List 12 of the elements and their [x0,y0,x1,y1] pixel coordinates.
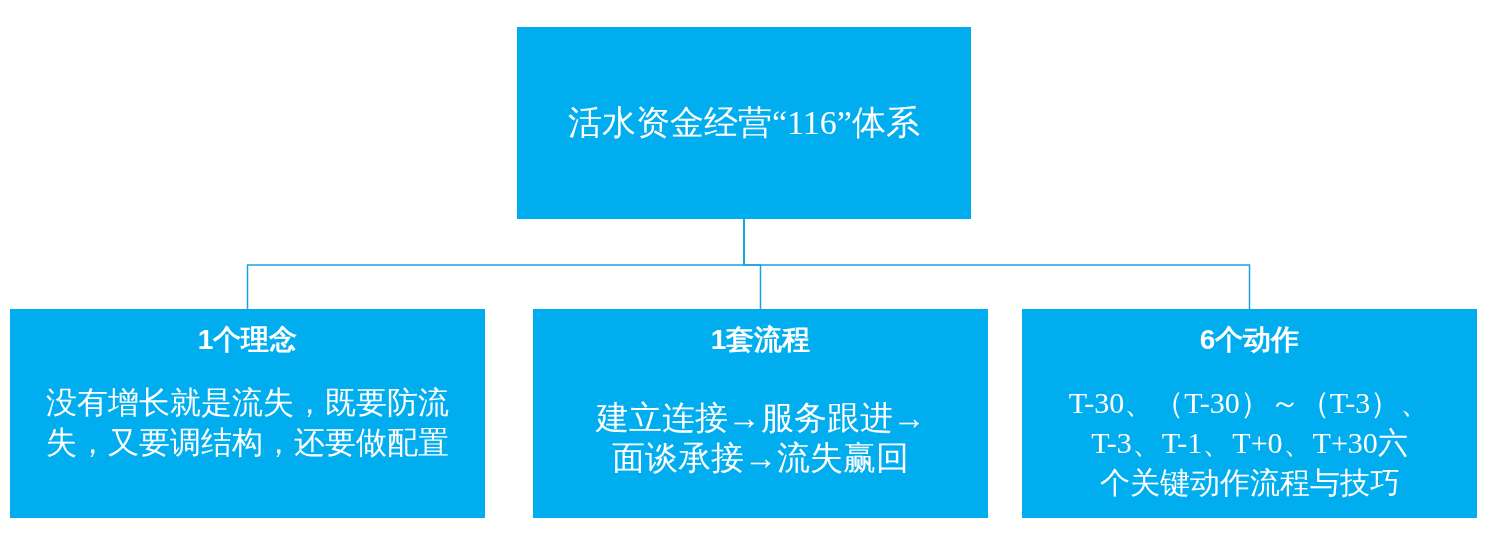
category-box [1022,309,1477,518]
category-box [10,309,485,518]
category-box [533,309,988,518]
box-heading: 1套流程 [710,323,811,357]
box-heading: 1个理念 [197,323,298,357]
box-heading: 6个动作 [1199,323,1300,357]
title-box [517,27,971,219]
box-description: 建立连接→服务跟进→面谈承接→流失赢回 [594,399,927,478]
connector-line [743,218,1251,310]
box-description: 没有增长就是流失，既要防流失，又要调结构，还要做配置 [45,384,450,462]
box-label: 活水资金经营“116”体系 [568,103,920,143]
box-description: T-30、（T-30）～（T-3）、T-3、T-1、T+0、T+30六个关键动作流程与技巧 [1067,385,1432,501]
